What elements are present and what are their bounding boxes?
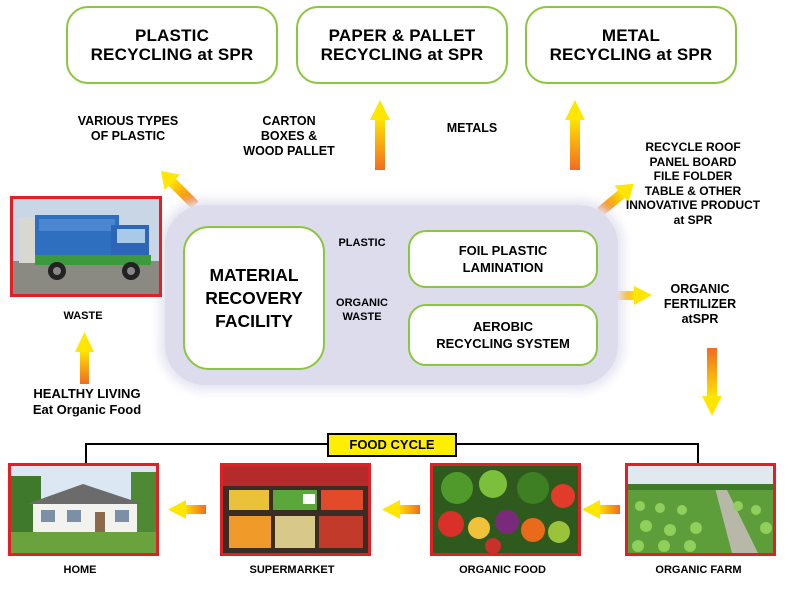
innovative-product-label: RECYCLE ROOF PANEL BOARD FILE FOLDER TAB… bbox=[625, 140, 761, 227]
metals-label: METALS bbox=[446, 121, 498, 135]
arrow-up-metal bbox=[565, 100, 585, 170]
home-photo bbox=[8, 463, 159, 556]
metal-recycling-box: METAL RECYCLING at SPR bbox=[525, 6, 737, 84]
paper-pallet-recycling-box: PAPER & PALLET RECYCLING at SPR bbox=[296, 6, 508, 84]
supermarket-label: SUPERMARKET bbox=[249, 564, 335, 576]
arrow-farm-to-food bbox=[582, 500, 620, 519]
waste-truck-photo bbox=[10, 196, 162, 297]
arrow-up-paper bbox=[370, 100, 390, 170]
home-label: HOME bbox=[63, 564, 97, 576]
organic-food-label: ORGANIC FOOD bbox=[459, 564, 546, 576]
waste-label: WASTE bbox=[63, 310, 103, 322]
various-plastic-label: VARIOUS TYPES OF PLASTIC bbox=[77, 114, 179, 143]
cycle-line-left-drop bbox=[85, 443, 87, 463]
food-cycle-title: FOOD CYCLE bbox=[327, 433, 457, 457]
cycle-line-right bbox=[453, 443, 699, 445]
arrow-fertilizer-down bbox=[702, 348, 722, 416]
cycle-line-right-drop bbox=[697, 443, 699, 463]
organic-food-photo bbox=[430, 463, 581, 556]
carton-wood-label: CARTON BOXES & WOOD PALLET bbox=[243, 114, 335, 158]
arrow-diag-plastic bbox=[161, 171, 199, 209]
organic-farm-label: ORGANIC FARM bbox=[655, 564, 742, 576]
supermarket-photo bbox=[220, 463, 371, 556]
arrow-to-fertilizer bbox=[610, 286, 652, 305]
cycle-line-left bbox=[85, 443, 327, 445]
plastic-flow-label: PLASTIC bbox=[338, 237, 386, 249]
organic-fertilizer-label: ORGANIC FERTILIZER atSPR bbox=[663, 282, 737, 326]
aerobic-recycling-box: AEROBIC RECYCLING SYSTEM bbox=[408, 304, 598, 366]
plastic-recycling-box: PLASTIC RECYCLING at SPR bbox=[66, 6, 278, 84]
healthy-living-label: HEALTHY LIVING Eat Organic Food bbox=[32, 386, 142, 417]
arrow-diag-innovative bbox=[596, 183, 634, 216]
material-recovery-facility-box: MATERIAL RECOVERY FACILITY bbox=[183, 226, 325, 370]
organic-farm-photo bbox=[625, 463, 776, 556]
organic-waste-flow-label: ORGANIC WASTE bbox=[336, 297, 388, 323]
arrow-supermarket-to-home bbox=[168, 500, 206, 519]
foil-plastic-lamination-box: FOIL PLASTIC LAMINATION bbox=[408, 230, 598, 288]
arrow-food-to-supermarket bbox=[382, 500, 420, 519]
arrow-waste-up bbox=[75, 332, 94, 384]
